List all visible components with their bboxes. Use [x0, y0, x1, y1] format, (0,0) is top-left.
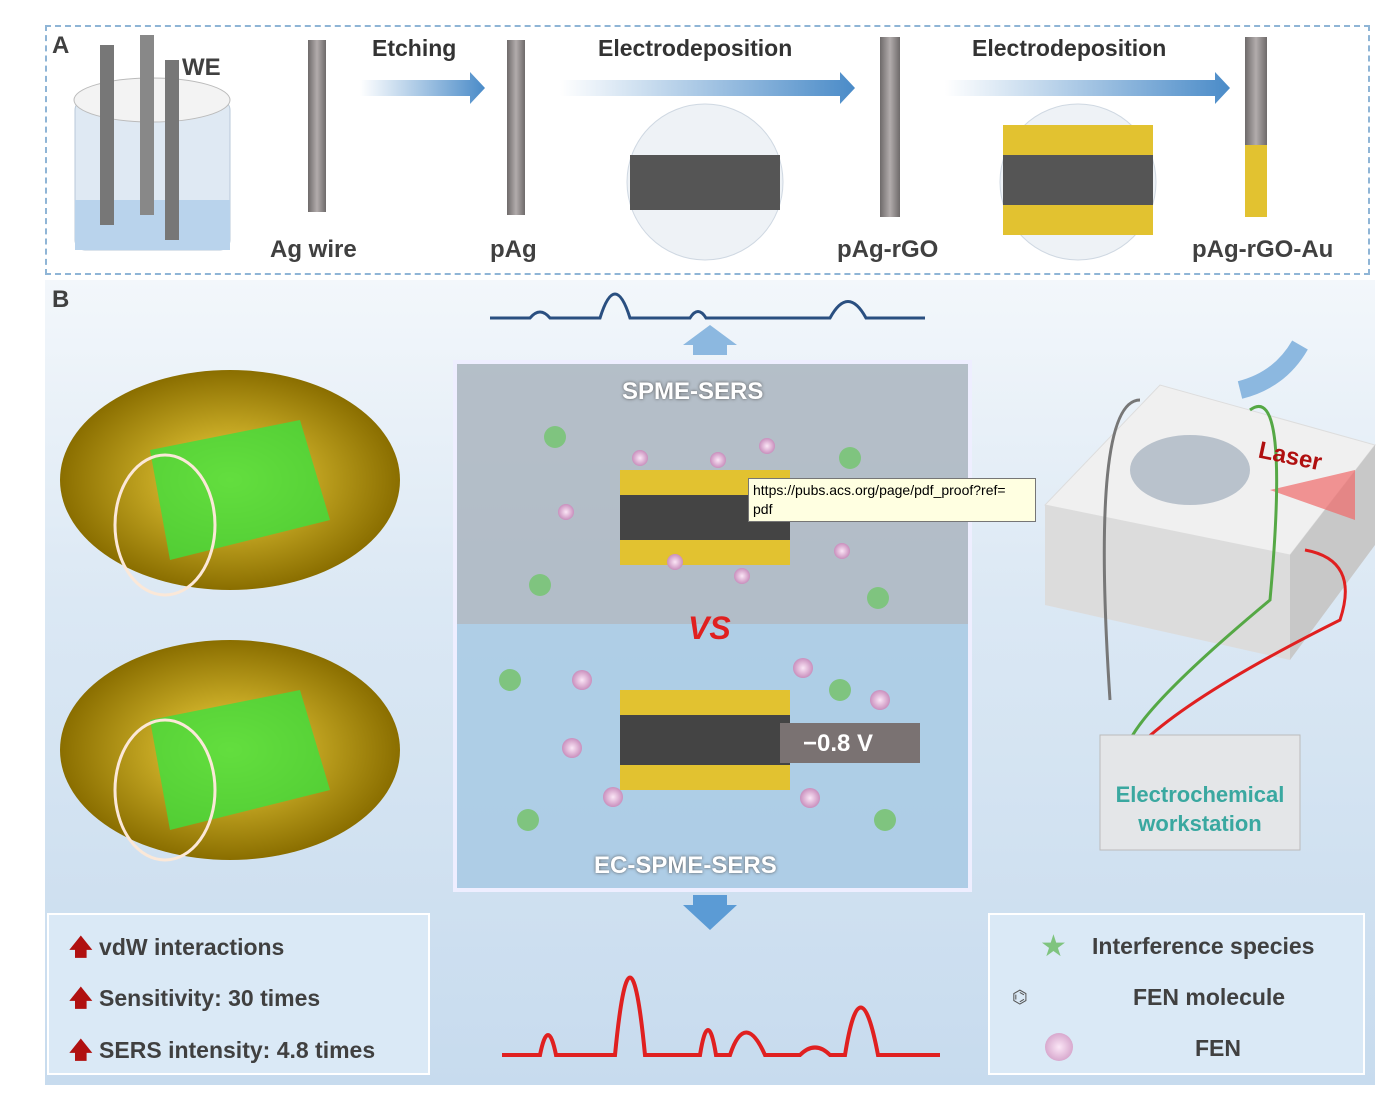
arrow-electrodeposition-1: [560, 72, 855, 104]
benefits-box: 🡅 vdW interactions 🡅 Sensitivity: 30 tim…: [47, 913, 430, 1075]
benefit-text: SERS intensity: 4.8 times: [99, 1037, 376, 1063]
we-label: WE: [182, 54, 221, 81]
ag-wire: [308, 40, 326, 212]
pag-wire: [507, 40, 525, 215]
workstation-label: Electrochemical workstation: [1100, 780, 1300, 838]
sers-device: [1044, 384, 1376, 742]
panel-b-letter: B: [52, 286, 70, 313]
voltage-label: −0.8 V: [803, 730, 874, 757]
gold-surface-top: [60, 370, 400, 597]
tooltip-line-2: pdf: [753, 501, 773, 517]
fen-spheres: [558, 438, 890, 808]
vs-label: VS: [688, 610, 731, 646]
electrochemical-cell: [73, 35, 231, 251]
material-pag-rgo-au: pAg-rGO-Au: [1192, 236, 1334, 263]
material-pag: pAg: [490, 236, 537, 263]
up-arrow-icon: 🡅: [69, 1037, 93, 1063]
gold-surface-bottom: [60, 640, 400, 862]
arrow-electrodeposition-2: [945, 72, 1230, 104]
spectrum-spme-sers: [490, 292, 925, 320]
ec-spme-sers-label: EC-SPME-SERS: [594, 852, 777, 879]
step-electrodeposition-2: Electrodeposition: [972, 35, 1167, 61]
laser-beam: [1270, 470, 1355, 520]
panel-a-letter: A: [52, 32, 70, 59]
workstation-label-line-1: Electrochemical: [1115, 782, 1285, 807]
benefit-sensitivity: 🡅 Sensitivity: 30 times: [69, 982, 320, 1021]
arrow-up: [683, 325, 737, 355]
up-arrow-icon: 🡅: [69, 985, 93, 1011]
fen-molecule-icon: ⌬: [1012, 987, 1028, 1007]
benefit-vdw: 🡅 vdW interactions: [69, 931, 284, 970]
arrow-etching: [360, 72, 485, 104]
tooltip-line-1: https://pubs.acs.org/page/pdf_proof?ref=: [753, 482, 1006, 498]
benefit-sers-intensity: 🡅 SERS intensity: 4.8 times: [69, 1034, 375, 1073]
workstation-label-line-2: workstation: [1138, 811, 1262, 836]
legend-fen-molecule: FEN molecule: [1133, 984, 1286, 1010]
material-ag-wire: Ag wire: [270, 236, 357, 263]
legend-box: ★ Interference species ⌬ FEN molecule FE…: [988, 913, 1365, 1075]
fiber-bottom: [620, 690, 920, 790]
star-icon: ★: [1040, 930, 1067, 963]
step-etching: Etching: [372, 35, 457, 61]
interference-stars: [499, 426, 896, 831]
material-pag-rgo: pAg-rGO: [837, 236, 939, 263]
pag-rgo-wire: [880, 37, 900, 217]
benefit-text: Sensitivity: 30 times: [99, 985, 321, 1011]
spectrum-ec-spme-sers: [502, 975, 940, 1057]
link-tooltip: https://pubs.acs.org/page/pdf_proof?ref=…: [748, 478, 1036, 522]
legend-fen: FEN: [1195, 1035, 1241, 1061]
step-electrodeposition-1: Electrodeposition: [598, 35, 793, 61]
arrow-down: [683, 895, 737, 930]
benefit-text: vdW interactions: [99, 934, 285, 960]
up-arrow-icon: 🡅: [69, 934, 93, 960]
fen-sphere-icon: [1045, 1033, 1073, 1061]
spme-sers-label: SPME-SERS: [622, 378, 764, 405]
workstation: [1099, 734, 1301, 851]
legend-interference: Interference species: [1092, 933, 1315, 959]
